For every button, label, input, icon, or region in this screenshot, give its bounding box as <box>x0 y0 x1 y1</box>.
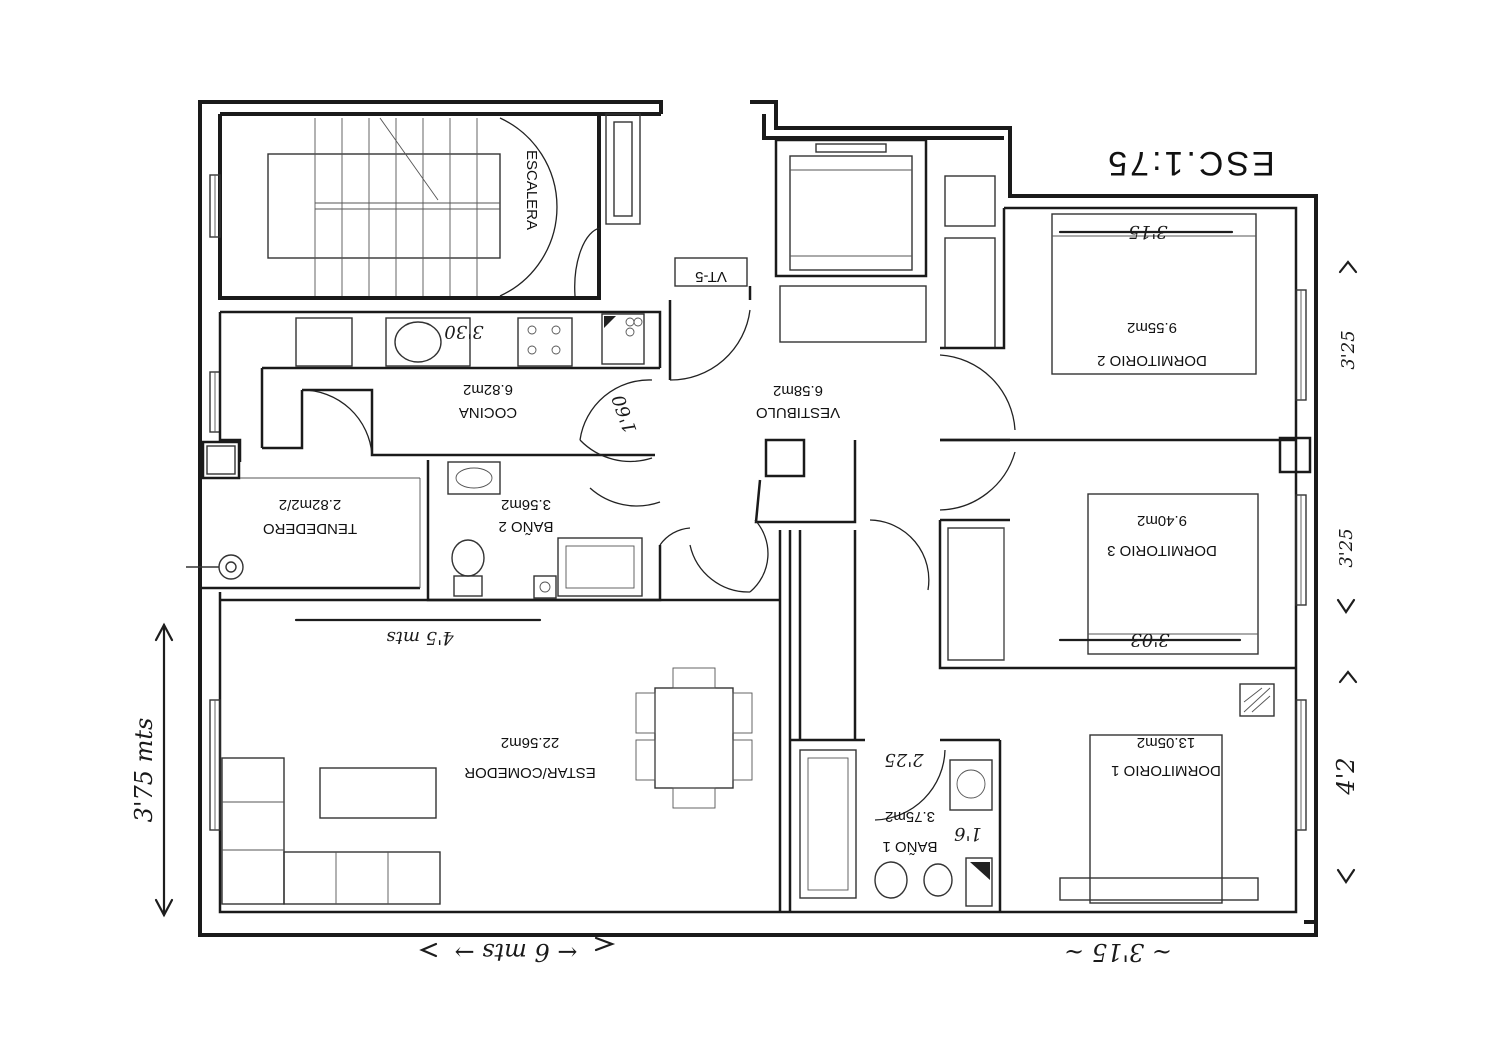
dorm3-area: 9.40m2 <box>1137 512 1187 529</box>
kitchen <box>218 310 662 463</box>
hand-right-top: 3'25 <box>1338 330 1359 369</box>
vestibulo-name: VESTIBULO <box>756 404 840 421</box>
tendedero <box>186 440 421 592</box>
bano2-name: BAÑO 2 <box>498 518 553 535</box>
hand-left-vertical: 3'75 mts <box>130 718 158 823</box>
hand-bano1-small: 1'6 <box>954 823 982 844</box>
dormitorio-1 <box>998 683 1275 912</box>
dorm2-name: DORMITORIO 2 <box>1097 352 1207 369</box>
tendedero-name: TENDEDERO <box>263 520 357 537</box>
dorm1-area: 13.05m2 <box>1137 734 1195 751</box>
hand-estar-width: 4'5 mts <box>386 627 454 648</box>
stairs <box>267 113 641 297</box>
estar-name: ESTAR/COMEDOR <box>464 764 596 781</box>
hand-bottom-right: ~ 3'15 ~ <box>1064 938 1172 966</box>
tendedero-area: 2.82m2/2 <box>279 496 342 513</box>
cocina-area: 6.82m2 <box>463 381 513 398</box>
cocina-name: COCINA <box>459 404 517 421</box>
dorm2-area: 9.55m2 <box>1127 319 1177 336</box>
windows <box>209 174 1307 831</box>
hand-dimensions <box>154 230 1358 958</box>
scale-label: ESC.1:75 <box>1105 144 1275 182</box>
dorm3-name: DORMITORIO 3 <box>1107 542 1217 559</box>
hand-right-mid: 3'25 <box>1336 528 1357 567</box>
estar-area: 22.56m2 <box>501 734 559 751</box>
hand-bano1-dim: 2'25 <box>884 749 924 770</box>
vestibulo-area: 6.58m2 <box>773 382 823 399</box>
bano1-name: BAÑO 1 <box>882 838 937 855</box>
bano-2 <box>426 460 691 602</box>
bano1-area: 3.75m2 <box>885 808 935 825</box>
hand-cocina-dim: 3'30 <box>444 321 483 342</box>
dormitorio-3 <box>938 493 1296 670</box>
dorm1-name: DORMITORIO 1 <box>1111 762 1221 779</box>
bano-1 <box>788 530 1000 912</box>
hand-bottom-left: ← 6 mts → <box>454 938 577 966</box>
bano2-area: 3.56m2 <box>501 496 551 513</box>
dormitorio-2 <box>940 208 1312 474</box>
estar-comedor <box>220 530 782 912</box>
hand-vestibulo-dim: 1'60 <box>608 392 641 436</box>
elevator-shaft <box>674 138 996 349</box>
escalera-label: ESCALERA <box>523 150 540 230</box>
vt5-tag: VT-5 <box>695 268 727 285</box>
hand-dorm2-width: 3'15 <box>1128 221 1167 242</box>
hand-right-bottom: 4'2 <box>1332 757 1360 795</box>
hand-dorm3-width: 3'03 <box>1130 629 1169 650</box>
